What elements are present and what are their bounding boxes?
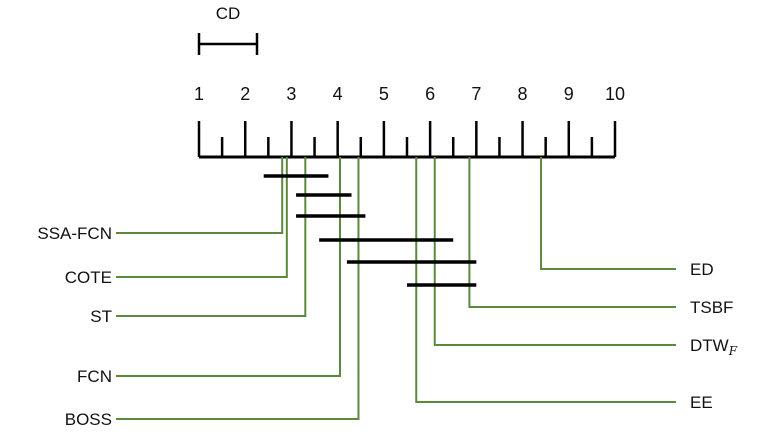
connector-line xyxy=(116,157,360,420)
connector-line xyxy=(116,157,288,278)
tick-label: 4 xyxy=(333,84,343,104)
connector-line xyxy=(116,157,341,377)
tick-label: 2 xyxy=(240,84,250,104)
connector-line xyxy=(116,157,284,234)
tick-label: 10 xyxy=(605,84,625,104)
tick-label: 7 xyxy=(471,84,481,104)
tick-label: 1 xyxy=(194,84,204,104)
connector-line xyxy=(433,157,676,346)
method-label: ST xyxy=(90,307,112,326)
connector-line xyxy=(415,157,676,403)
connector-line xyxy=(468,157,676,308)
method-label: TSBF xyxy=(690,298,733,317)
tick-label: 8 xyxy=(518,84,528,104)
tick-label: 5 xyxy=(379,84,389,104)
method-label: FCN xyxy=(77,367,112,386)
cd-scale: CD xyxy=(197,4,259,55)
tick-label: 9 xyxy=(564,84,574,104)
tick-label: 6 xyxy=(425,84,435,104)
connector-line xyxy=(116,157,307,317)
axis-ticks: 1 2 3 4 5 6 7 8 9 10 xyxy=(194,84,625,157)
cd-label: CD xyxy=(216,4,241,23)
method-connectors: SSA-FCN COTE ST FCN BOSS ED TSBF DTWF EE xyxy=(37,157,738,429)
method-label: ED xyxy=(690,260,714,279)
method-label: EE xyxy=(690,393,713,412)
method-label: COTE xyxy=(65,268,112,287)
rank-axis: 1 2 3 4 5 6 7 8 9 10 xyxy=(194,84,625,159)
connector-line xyxy=(540,157,676,270)
method-label: BOSS xyxy=(65,410,112,429)
method-label: DTWF xyxy=(690,336,738,358)
clique-bars xyxy=(263,174,477,287)
method-label: SSA-FCN xyxy=(37,224,112,243)
tick-label: 3 xyxy=(286,84,296,104)
